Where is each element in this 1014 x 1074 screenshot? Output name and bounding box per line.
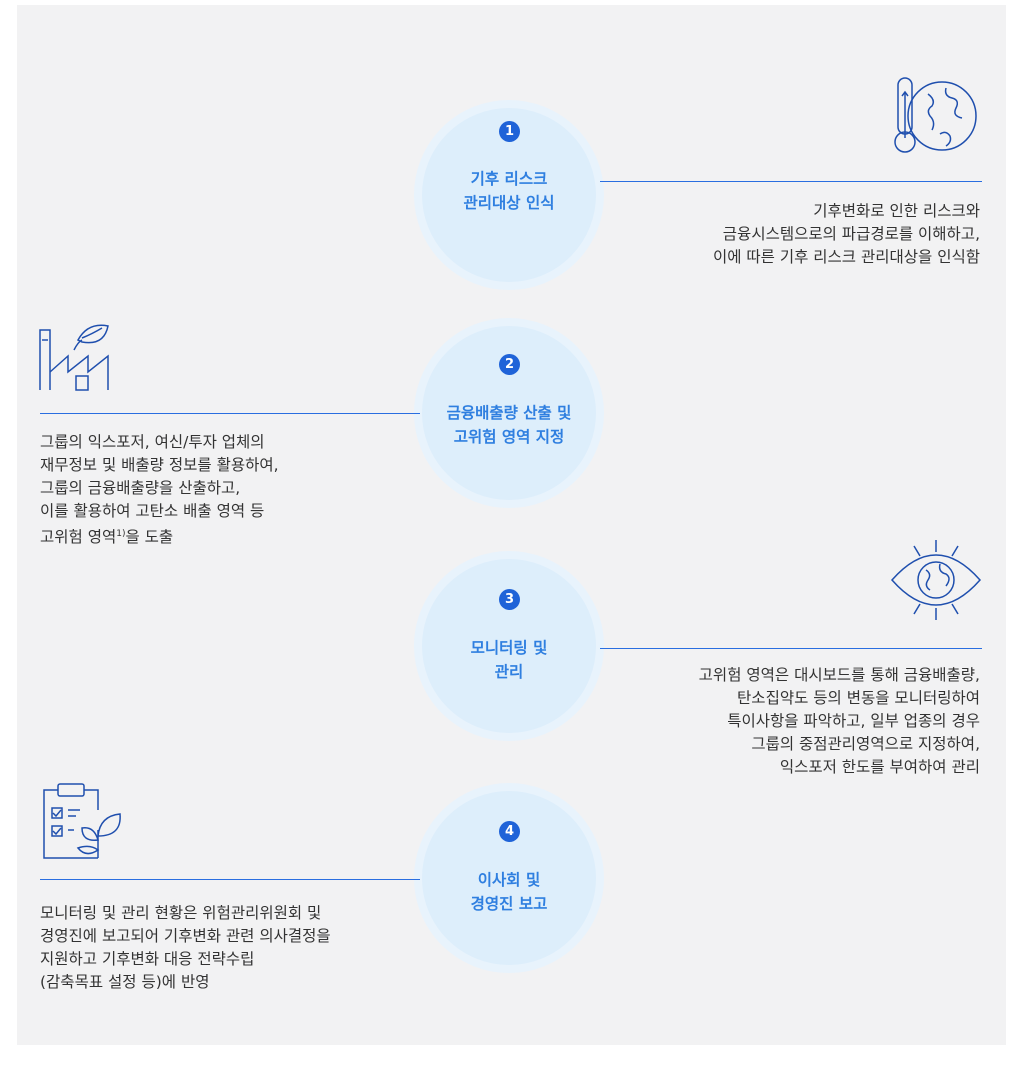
step-2-desc-line: 재무정보 및 배출량 정보를 활용하여, — [40, 456, 279, 474]
step-3-description: 고위험 영역은 대시보드를 통해 금융배출량, 탄소집약도 등의 변동을 모니터… — [699, 664, 980, 779]
step-4-description: 모니터링 및 관리 현황은 위험관리위원회 및 경영진에 보고되어 기후변화 관… — [40, 902, 331, 994]
step-4-desc-line: (감축목표 설정 등)에 반영 — [40, 973, 210, 991]
step-2-title: 금융배출량 산출 및 고위험 영역 지정 — [414, 401, 604, 449]
step-1-desc-line: 이에 따른 기후 리스크 관리대상을 인식함 — [712, 248, 980, 266]
step-2-connector-line — [40, 413, 420, 414]
step-4-connector-line — [40, 879, 420, 880]
step-2-desc-line-last: 고위험 영역1)을 도출 — [40, 523, 279, 549]
step-4-desc-line: 지원하고 기후변화 대응 전략수립 — [40, 950, 255, 968]
step-4-circle — [414, 783, 604, 973]
step-4-number-badge: 4 — [499, 821, 520, 842]
eye-globe-icon — [891, 540, 981, 620]
step-1-description: 기후변화로 인한 리스크와 금융시스템으로의 파급경로를 이해하고, 이에 따른… — [713, 200, 980, 269]
footnote-text: 고위험 영역 — [40, 528, 117, 547]
step-1-desc-line: 금융시스템으로의 파급경로를 이해하고, — [722, 225, 980, 243]
factory-leaf-icon — [39, 324, 109, 391]
step-3-desc-line: 익스포저 한도를 부여하여 관리 — [779, 758, 980, 776]
step-3-connector-line — [600, 648, 982, 649]
step-1-desc-line: 기후변화로 인한 리스크와 — [813, 202, 980, 220]
step-4-title-line2: 경영진 보고 — [470, 895, 548, 913]
thermometer-globe-icon — [894, 77, 977, 153]
step-3-title-line1: 모니터링 및 — [470, 639, 548, 657]
step-2-desc-line: 그룹의 익스포저, 여신/투자 업체의 — [40, 433, 265, 451]
step-3-circle — [414, 551, 604, 741]
step-3-desc-line: 그룹의 중점관리영역으로 지정하여, — [751, 735, 980, 753]
clipboard-plant-icon — [43, 783, 121, 859]
step-4-desc-line: 경영진에 보고되어 기후변화 관련 의사결정을 — [40, 927, 331, 945]
step-4-title-line1: 이사회 및 — [477, 871, 541, 889]
step-4-desc-line: 모니터링 및 관리 현황은 위험관리위원회 및 — [40, 904, 322, 922]
step-2-title-line2: 고위험 영역 지정 — [453, 428, 565, 446]
footnote-marker: 1) — [116, 529, 126, 539]
step-3-desc-line: 탄소집약도 등의 변동을 모니터링하여 — [737, 689, 980, 707]
step-2-description: 그룹의 익스포저, 여신/투자 업체의 재무정보 및 배출량 정보를 활용하여,… — [40, 431, 279, 549]
step-2-desc-line: 그룹의 금융배출량을 산출하고, — [40, 479, 241, 497]
footnote-suffix: 을 도출 — [125, 528, 174, 547]
step-3-title-line2: 관리 — [494, 663, 524, 681]
step-3-desc-line: 고위험 영역은 대시보드를 통해 금융배출량, — [698, 666, 980, 684]
step-3-number-badge: 3 — [499, 589, 520, 610]
step-3-title: 모니터링 및 관리 — [414, 636, 604, 684]
step-2-title-line1: 금융배출량 산출 및 — [446, 404, 572, 422]
step-2-desc-line: 이를 활용하여 고탄소 배출 영역 등 — [40, 502, 265, 520]
step-2-number-badge: 2 — [499, 354, 520, 375]
step-2-circle — [414, 318, 604, 508]
step-1-title-line2: 관리대상 인식 — [463, 194, 555, 212]
step-3-desc-line: 특이사항을 파악하고, 일부 업종의 경우 — [727, 712, 980, 730]
step-1-title-line1: 기후 리스크 — [470, 170, 548, 188]
step-1-title: 기후 리스크 관리대상 인식 — [414, 167, 604, 215]
step-1-number-badge: 1 — [499, 121, 520, 142]
step-4-title: 이사회 및 경영진 보고 — [414, 868, 604, 916]
step-1-connector-line — [600, 181, 982, 182]
